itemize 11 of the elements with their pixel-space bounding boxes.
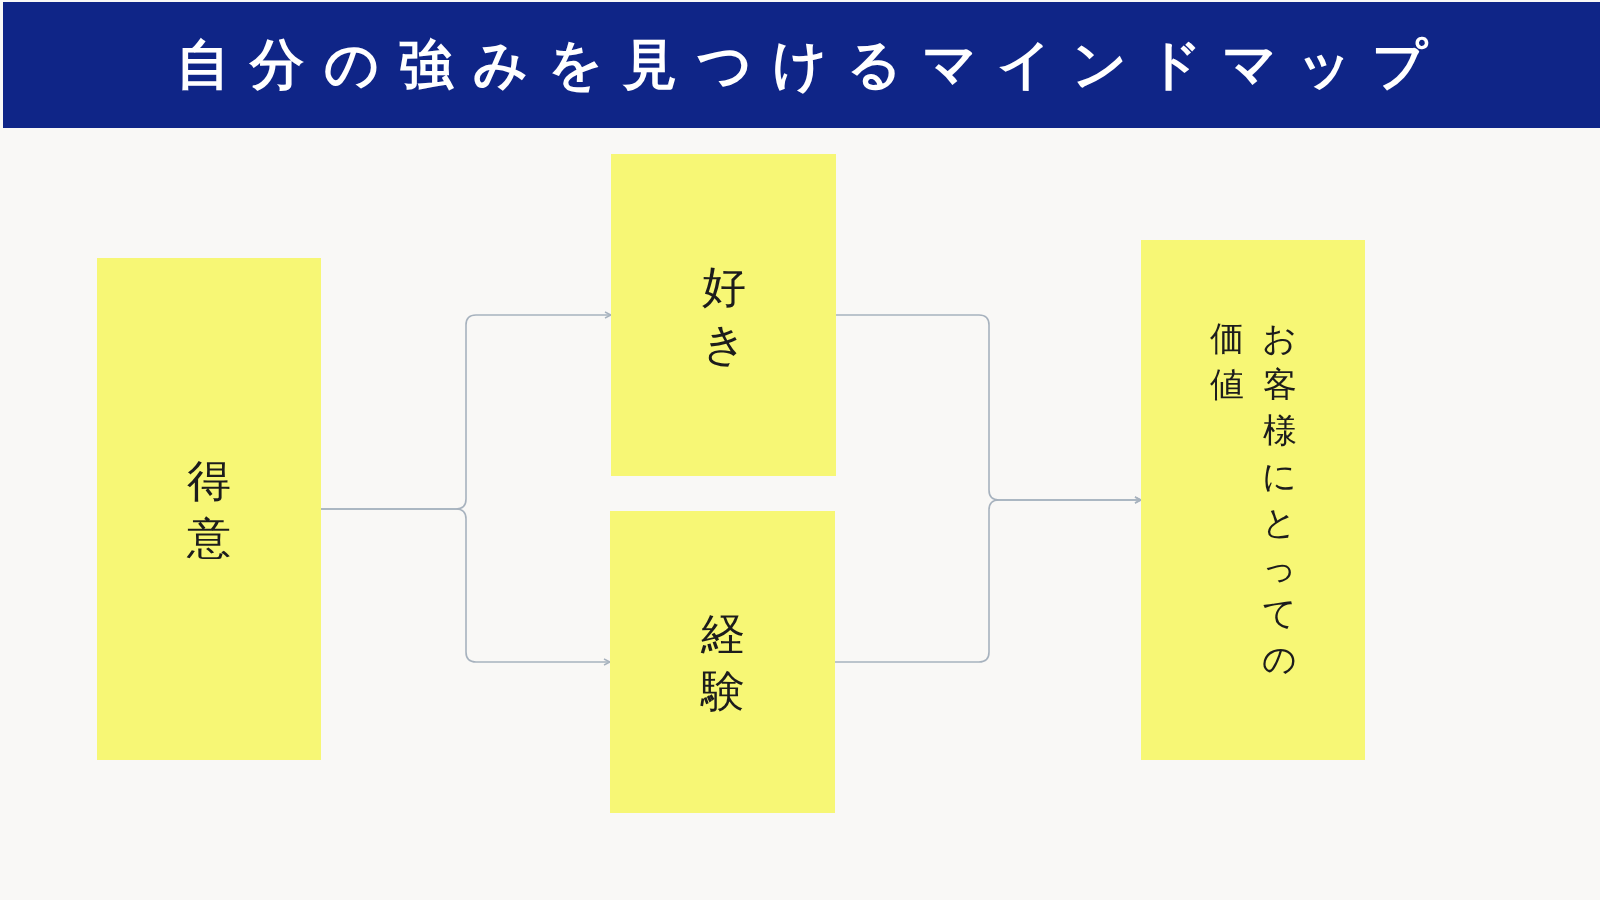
sticky-note: [1141, 240, 1365, 760]
sticky-note: [610, 511, 835, 813]
sticky-note: [97, 258, 321, 760]
sticky-note: [611, 154, 836, 476]
node-label: 経験: [700, 606, 745, 718]
node-label: お客様にとっての価値: [1209, 317, 1297, 682]
connector-arrow: [834, 496, 1142, 663]
node-label: 好き: [701, 259, 746, 371]
connector-arrow: [320, 508, 611, 666]
node-label: 得意: [187, 453, 231, 565]
title: 自分の強みを見つけるマインドマップ: [175, 38, 1447, 92]
